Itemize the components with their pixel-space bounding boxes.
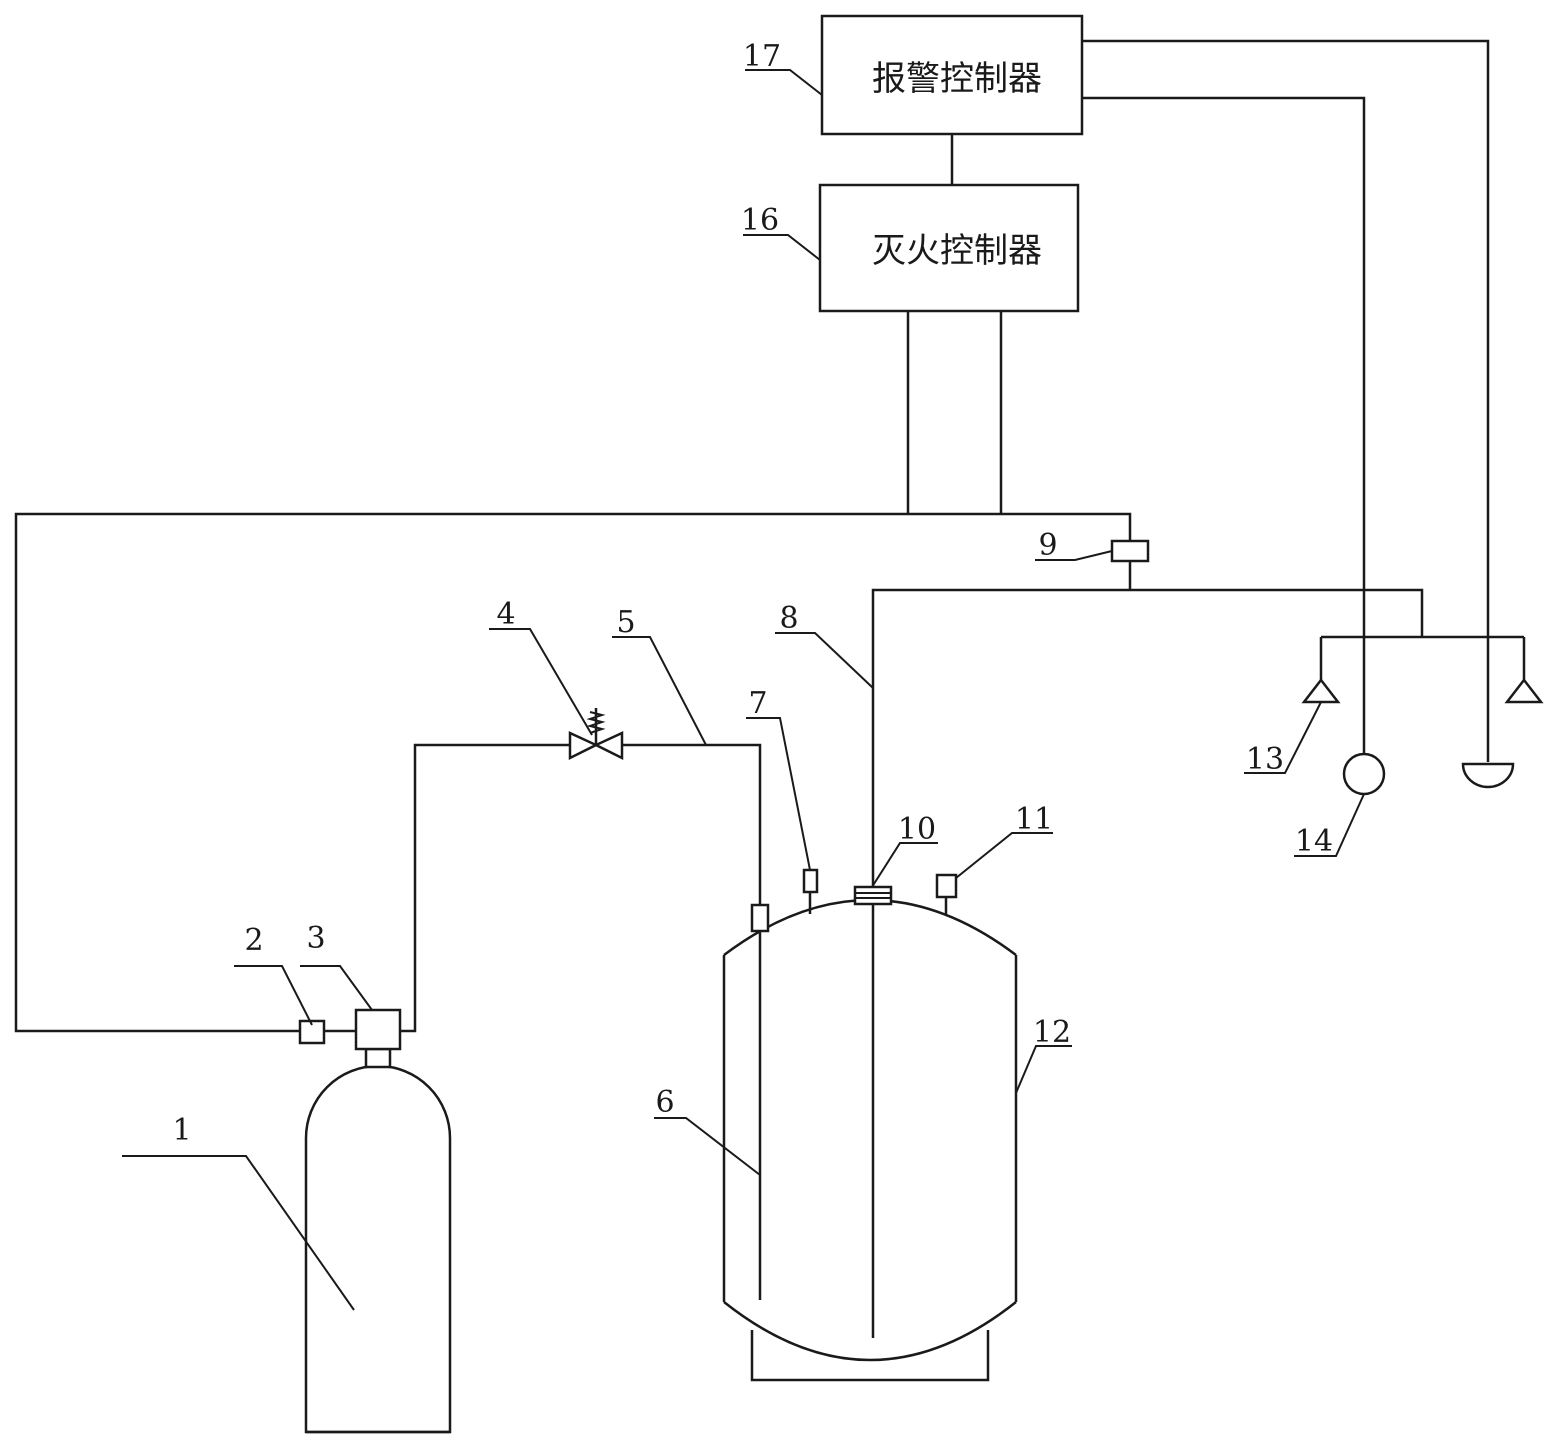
leader-1 [122,1155,355,1311]
callout-13: 13 [1246,742,1284,777]
supply-pipe-5 [622,743,762,905]
supply-pipe-left [400,743,570,1033]
callout-12: 12 [1033,1015,1071,1050]
tank-bottom-head [723,1301,1017,1362]
branch-valve-9 [1110,539,1150,563]
callout-11: 11 [1015,802,1053,837]
nozzle-right-icon [1504,677,1544,704]
callout-16: 16 [741,203,779,238]
callout-9: 9 [1038,528,1057,563]
callout-4: 4 [496,597,515,632]
vent-fitting-10 [853,885,893,906]
leader-4 [489,628,593,736]
sensor-11 [935,873,958,899]
leader-16 [743,234,821,261]
extinguish-controller-label: 灭火控制器 [872,231,1042,271]
pressure-valve-4 [568,708,624,761]
callout-5: 5 [616,605,635,640]
leader-12 [1015,1045,1072,1094]
callout-1: 1 [172,1113,191,1148]
leader-6 [654,1117,761,1176]
alarm-light-14-icon [1342,752,1386,796]
alarm-bell-icon [1461,762,1515,789]
callout-17: 17 [743,39,781,74]
alarm-controller-label: 报警控制器 [872,59,1042,99]
callout-10: 10 [898,812,936,847]
callout-7: 7 [748,686,767,721]
callout-8: 8 [779,601,798,636]
leader-11 [955,832,1053,879]
discharge-pipe-8 [871,588,1424,1338]
leader-9 [1035,550,1113,561]
leader-17 [745,69,823,96]
extinguish-controller: 灭火控制器 [818,183,1080,313]
tank-support-skirt [750,1330,990,1382]
alarm-wire-to-light [1082,96,1366,754]
leader-2 [234,965,313,1026]
leader-13 [1244,701,1322,774]
callout-6: 6 [655,1085,674,1120]
leader-14 [1294,793,1365,857]
callout-2: 2 [244,923,263,958]
leader-7 [746,717,811,871]
control-loop-wire [14,512,1132,1033]
leader-5 [612,636,707,746]
sensor-7 [802,868,819,894]
leader-3 [300,965,373,1011]
gas-cylinder-1 [304,1064,452,1434]
callout-14: 14 [1295,824,1333,859]
cylinder-neck [364,1047,392,1069]
leader-8 [775,632,874,689]
nozzle-13-icon [1301,677,1341,704]
alarm-controller: 报警控制器 [820,14,1084,136]
inlet-fitting [750,903,770,933]
callout-3: 3 [306,921,325,956]
cylinder-valve-3 [354,1008,402,1051]
leader-10 [871,842,938,888]
alarm-wire-to-bell [1082,39,1490,762]
